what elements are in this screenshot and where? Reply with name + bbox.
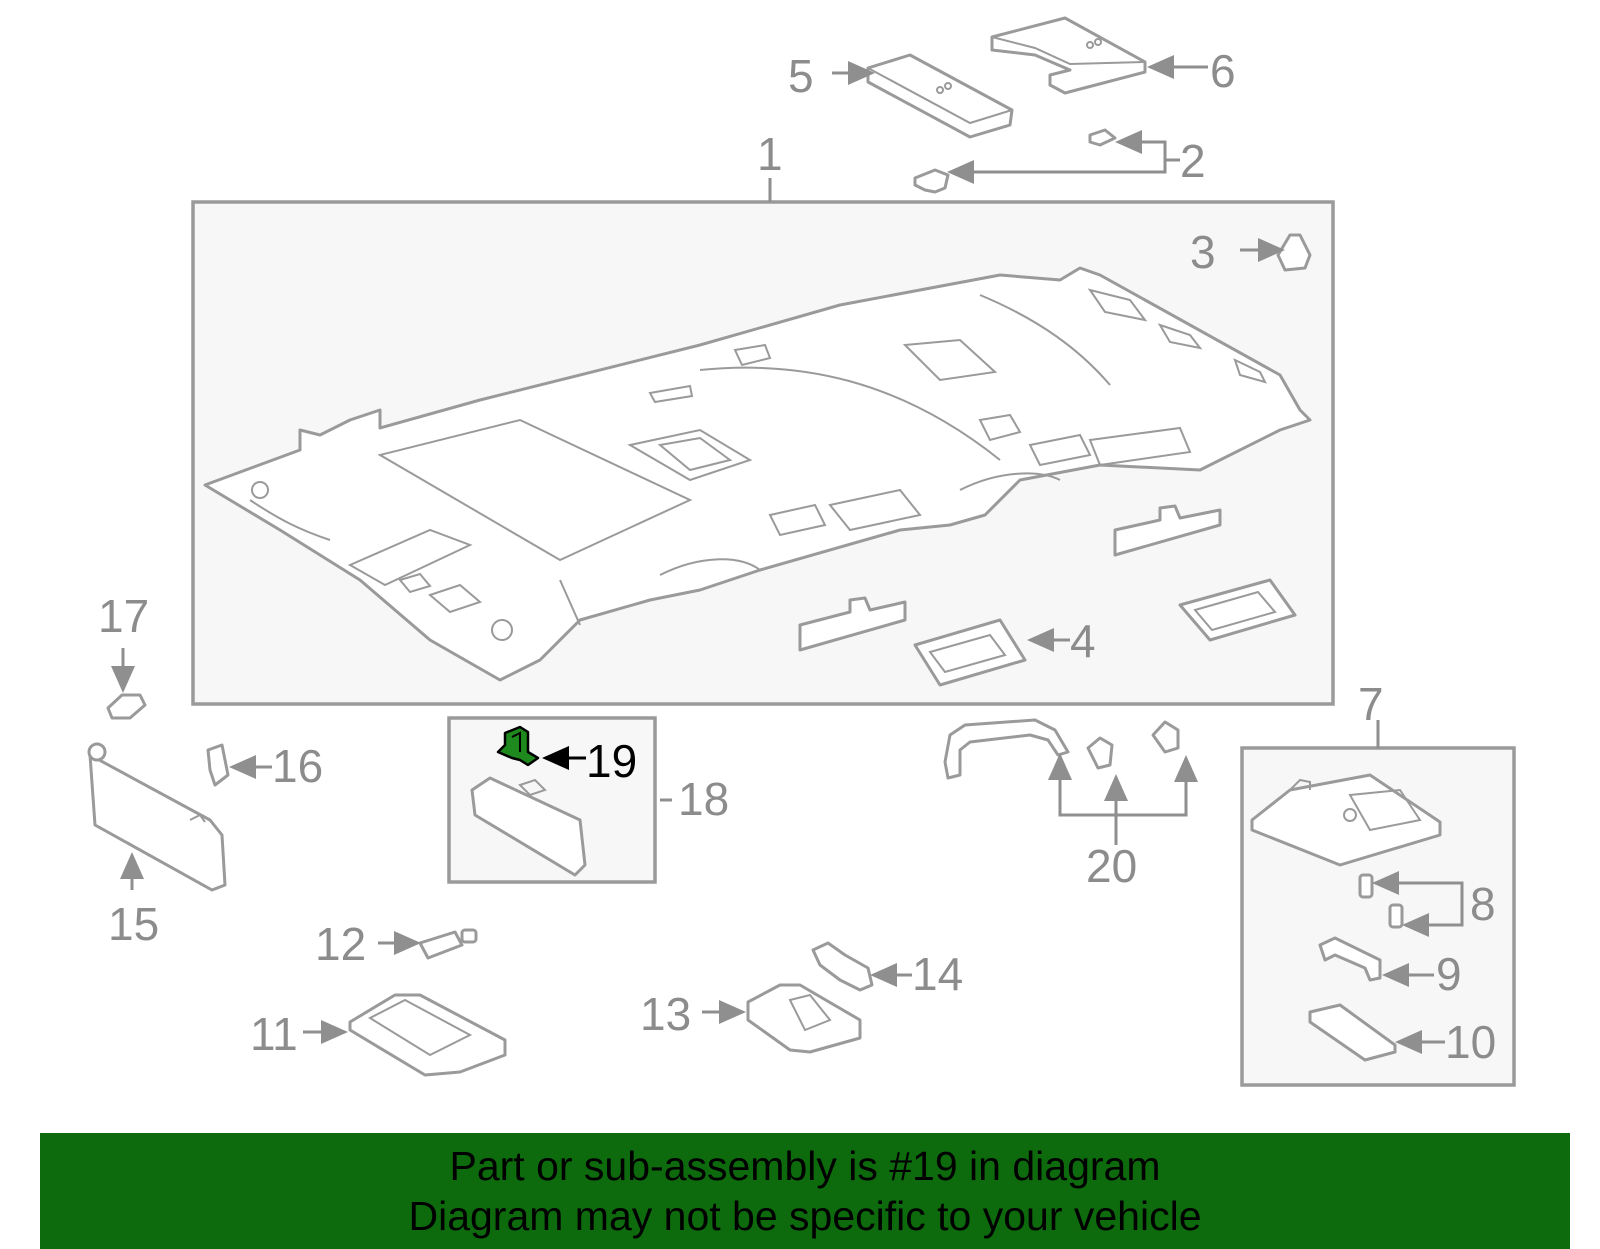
callout-5: 5 [788,50,814,102]
callout-13: 13 [640,988,691,1040]
callout-19: 19 [586,735,637,787]
callout-10: 10 [1445,1016,1496,1068]
info-banner: Part or sub-assembly is #19 in diagram D… [40,1133,1570,1249]
headliner-panel [203,266,1312,682]
callout-2: 2 [1180,135,1206,187]
part-4-brackets [798,504,1297,687]
part-14-socket [811,941,874,992]
part-11-lamp [348,993,507,1077]
part-13-lamp [746,983,862,1054]
part-17-cap [106,693,147,720]
callout-1: 1 [757,128,783,180]
part-2-clips [913,128,1117,194]
part-12-bulb [418,928,478,960]
callout-8: 8 [1470,878,1496,930]
callout-20: 20 [1086,840,1137,892]
callout-16: 16 [272,740,323,792]
part-15-sun-visor [87,742,227,892]
part-18-cover [470,776,587,877]
leader-lines [111,55,1464,1054]
callout-9: 9 [1436,948,1462,1000]
part-5-pad [866,53,1014,139]
banner-line-2: Diagram may not be specific to your vehi… [408,1193,1202,1239]
callout-4: 4 [1070,615,1096,667]
part-20-assist-grip [943,718,1180,780]
callout-14: 14 [912,948,963,1000]
callout-11: 11 [250,1008,298,1060]
part-7-lamp [1250,773,1442,867]
callout-6: 6 [1210,45,1236,97]
callout-labels: 1 2 3 4 5 6 7 8 9 10 11 12 13 14 15 16 1… [98,45,1496,1068]
callout-18: 18 [678,773,729,825]
callout-17: 17 [98,590,149,642]
callout-7: 7 [1358,678,1384,730]
banner-line-1: Part or sub-assembly is #19 in diagram [449,1143,1161,1189]
part-16-holder [206,743,230,787]
callout-12: 12 [315,918,366,970]
callout-3: 3 [1190,226,1216,278]
part-19-highlighted [496,725,540,767]
part-9-bracket [1318,936,1382,982]
part-6-pad [990,16,1147,95]
callout-15: 15 [108,898,159,950]
